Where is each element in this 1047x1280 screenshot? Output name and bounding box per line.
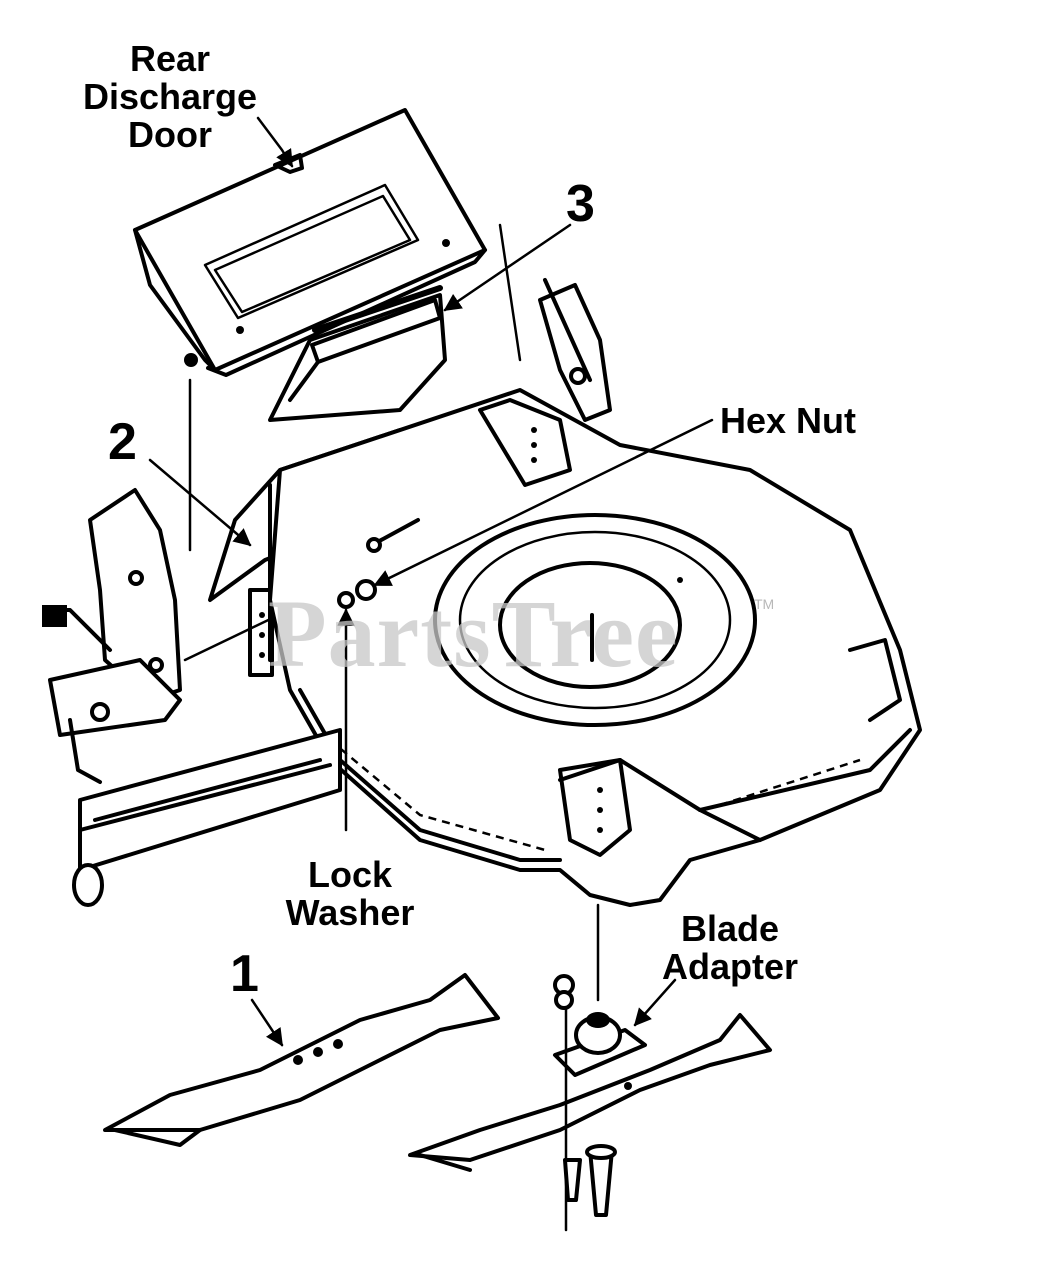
label-rear: Rear — [129, 38, 211, 79]
mower-deck — [268, 278, 922, 907]
label-blade-adapter: Blade Adapter — [655, 910, 805, 986]
blade-1 — [103, 973, 500, 1147]
label-hex-nut: Hex Nut — [720, 400, 857, 441]
hardware-fasteners — [337, 518, 420, 609]
blade-2 — [408, 1013, 772, 1172]
rear-axle — [72, 728, 342, 907]
height-adjuster — [42, 488, 182, 784]
leader-lines — [148, 116, 714, 1047]
label-adapter: Adapter — [661, 945, 799, 987]
rear-discharge-door — [133, 108, 487, 377]
label-lock: Lock — [307, 854, 393, 895]
callout-3: 3 — [566, 175, 595, 233]
label-blade: Blade — [680, 908, 780, 949]
deflector-3 — [268, 285, 447, 422]
label-discharge: Discharge — [82, 75, 258, 117]
label-washer: Washer — [285, 891, 415, 933]
label-rear-discharge-door: Rear Discharge Door — [70, 40, 270, 153]
callout-1: 1 — [230, 945, 259, 1003]
label-door: Door — [128, 113, 212, 155]
label-lock-washer: Lock Washer — [265, 856, 435, 932]
watermark-trademark: TM — [754, 596, 775, 612]
blade-adapter — [553, 903, 647, 1232]
watermark-text: PartsTree — [268, 580, 679, 687]
callout-2: 2 — [108, 413, 137, 471]
